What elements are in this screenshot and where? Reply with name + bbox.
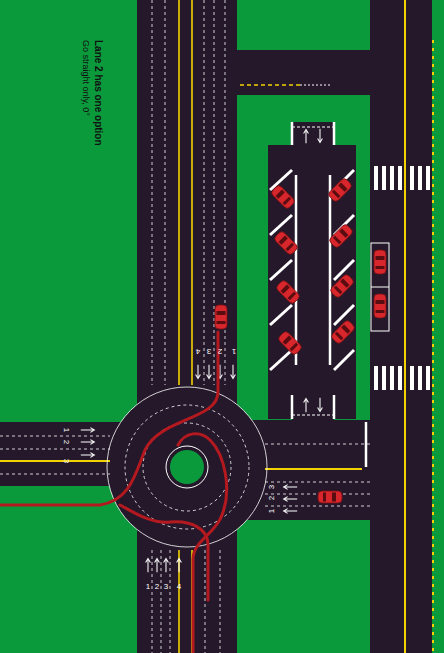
lane-markings (0, 0, 433, 653)
lane-number: 2 (155, 583, 159, 591)
lane-number: 1 (62, 428, 70, 432)
lane-number: 2 (268, 496, 276, 500)
parking-lot (268, 122, 356, 422)
lane-number: 1 (232, 347, 236, 355)
lane-number: 3 (268, 485, 276, 489)
route-lines (0, 332, 227, 653)
lane-number: 4 (196, 347, 200, 355)
lane-number: 1 (146, 583, 150, 591)
title-text: Lane 2 has one option (93, 40, 103, 146)
caption-text: Go straight only, 0° (81, 40, 90, 116)
roads (0, 0, 432, 653)
lane-number: 2 (218, 347, 222, 355)
lane-number: 4 (177, 583, 181, 591)
lane-number: 3 (207, 347, 211, 355)
lane-number: 3 (62, 459, 70, 463)
lane-number: 3 (164, 583, 168, 591)
parking-bay (371, 243, 389, 331)
lane-number: 2 (62, 440, 70, 444)
cars (215, 177, 386, 503)
lane-arrows (81, 365, 297, 572)
lane-number: 1 (268, 509, 276, 513)
zebra-crossing (374, 166, 430, 390)
